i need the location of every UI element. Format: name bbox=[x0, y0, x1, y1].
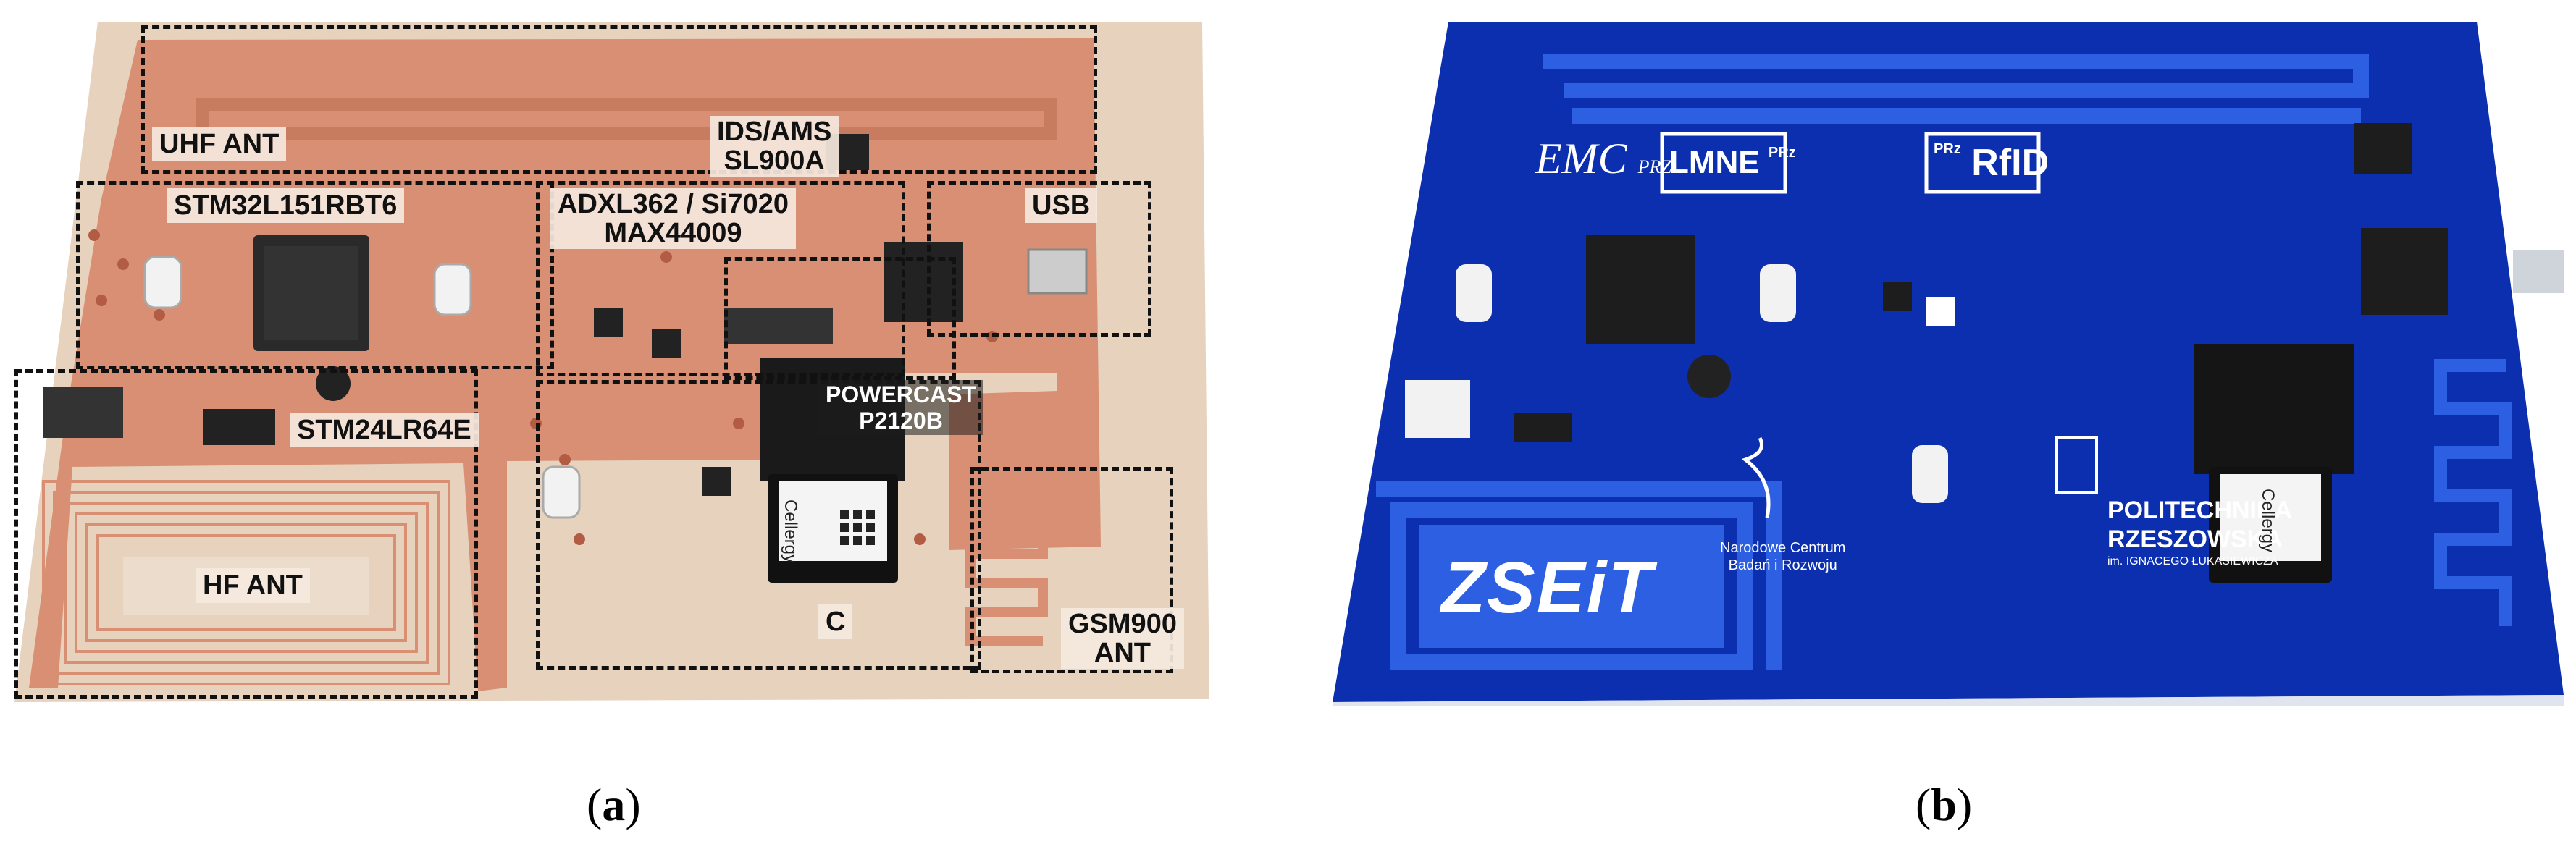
logo-politechnika: POLITECHNIKA RZESZOWSKA im. IGNACEGO ŁUK… bbox=[2107, 496, 2292, 570]
region-stm32 bbox=[76, 181, 554, 369]
region-sensors bbox=[536, 181, 905, 376]
photo-a: UHF ANT IDS/AMS SL900A STM32L151RBT6 ADX… bbox=[14, 18, 1209, 706]
label-gsm-line2: ANT bbox=[1094, 638, 1151, 668]
caption-b: (b) bbox=[1916, 779, 1973, 830]
label-gsm-ant: GSM900 ANT bbox=[1061, 608, 1184, 669]
blue-pcb-photo bbox=[1333, 22, 2564, 706]
label-adxl: ADXL362 / Si7020 bbox=[558, 189, 789, 219]
label-hf-ant: HF ANT bbox=[196, 568, 310, 603]
label-powercast-line2: P2120B bbox=[859, 408, 943, 434]
caption-b-letter: b bbox=[1931, 779, 1957, 830]
label-c: C bbox=[818, 604, 853, 639]
logo-zseit: ZSEiT bbox=[1441, 547, 1654, 628]
logo-rfid: PRz RfID bbox=[1934, 141, 2049, 185]
logo-ncbr-line1: Narodowe Centrum bbox=[1720, 540, 1846, 556]
label-stm32: STM32L151RBT6 bbox=[167, 188, 405, 223]
logo-lmne-sub: PRz bbox=[1768, 145, 1796, 161]
label-stm24: STM24LR64E bbox=[290, 413, 479, 447]
logo-polit-line2: RZESZOWSKA bbox=[2107, 526, 2283, 553]
logo-ncbr-line2: Badań i Rozwoju bbox=[1728, 557, 1837, 573]
region-hf-ant bbox=[14, 369, 478, 699]
logo-emc-sub: PRZ bbox=[1637, 156, 1671, 177]
caption-a-letter: a bbox=[602, 779, 626, 830]
logo-polit-line3: im. IGNACEGO ŁUKASIEWICZA bbox=[2107, 555, 2278, 567]
logo-rfid-sub: PRz bbox=[1934, 141, 1961, 157]
logo-polit-line1: POLITECHNIKA bbox=[2107, 497, 2292, 524]
label-max: MAX44009 bbox=[604, 218, 742, 248]
label-ids-ams: IDS/AMS SL900A bbox=[710, 116, 839, 177]
label-powercast-line1: POWERCAST bbox=[826, 381, 976, 408]
logo-emc: EMC PRZ bbox=[1535, 134, 1671, 184]
label-gsm-line1: GSM900 bbox=[1068, 609, 1177, 639]
label-ids-ams-line2: SL900A bbox=[723, 145, 825, 176]
logo-emc-text: EMC bbox=[1535, 135, 1627, 182]
chip-text-b: Cellergy bbox=[2258, 489, 2278, 553]
label-usb: USB bbox=[1025, 188, 1098, 223]
logo-rfid-text: RfID bbox=[1971, 142, 2050, 184]
logo-ncbr: Narodowe Centrum Badań i Rozwoju bbox=[1720, 539, 1845, 574]
region-uhf-ant bbox=[141, 25, 1097, 174]
region-powercast bbox=[724, 257, 956, 380]
label-ids-ams-line1: IDS/AMS bbox=[717, 117, 832, 147]
chip-text-a: Cellergy bbox=[781, 499, 800, 564]
label-sensors: ADXL362 / Si7020 MAX44009 bbox=[550, 188, 796, 249]
logo-lmne-text: LMNE bbox=[1669, 145, 1760, 180]
label-uhf-ant: UHF ANT bbox=[152, 127, 287, 161]
label-powercast: POWERCAST P2120B bbox=[818, 380, 983, 435]
logo-lmne: LMNE PRz bbox=[1669, 145, 1796, 181]
caption-a: (a) bbox=[587, 779, 641, 830]
region-gsm-ant bbox=[970, 467, 1173, 673]
photo-b: EMC PRZ LMNE PRz PRz RfID ZSEiT Narodowe… bbox=[1333, 18, 2564, 706]
region-c bbox=[536, 380, 981, 670]
